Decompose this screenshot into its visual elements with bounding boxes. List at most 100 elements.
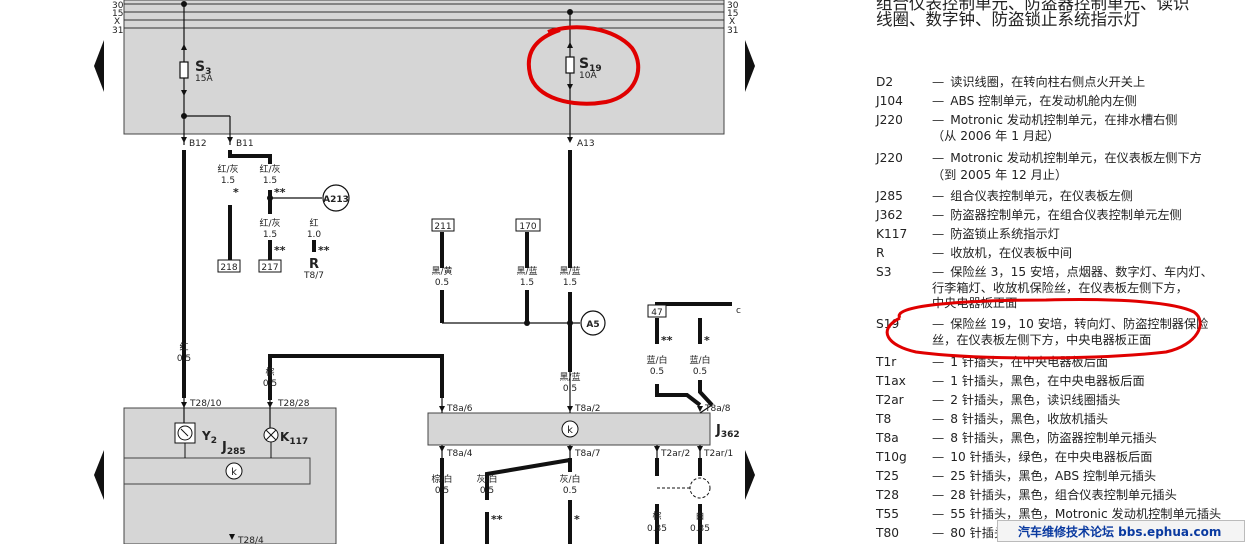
legend-code: T1ax [876, 374, 906, 388]
legend-code: T28 [876, 488, 899, 502]
legend-title-line1: 组合仪表控制单元、防盗器控制单元、读识 [876, 0, 1190, 13]
legend-desc: 组合仪表控制单元，在仪表板左侧 [932, 187, 1133, 205]
radio-code: R [309, 257, 319, 272]
wire-w13-color: 棕/白 [431, 473, 452, 485]
wire-w14-color: 灰/白 [476, 473, 497, 485]
fuse-s19-sub: 19 [589, 64, 602, 74]
wire-w12-size: 0.5 [693, 367, 707, 377]
connector-a213-label: A213 [323, 195, 349, 205]
legend-desc: 10 针插头，绿色，在中央电器板后面 [932, 448, 1152, 466]
j285-component: k Y2 K117 J285 [123, 407, 337, 544]
pin-t2ar-1: T2ar/1 [703, 449, 733, 459]
radio-r: R T8/7 [303, 257, 324, 281]
j362-component: k J362 [427, 412, 740, 446]
y2-sub: 2 [211, 436, 217, 446]
pin-arrows [181, 137, 573, 143]
j285-k-symbol: k [231, 467, 237, 478]
prev-page-arrow-icon[interactable] [94, 40, 104, 92]
bus-label-30: 30 [112, 1, 124, 11]
legend-panel: 组合仪表控制单元、防盗器控制单元、读识 线圈、数字钟、防盗锁止系统指示灯 D2读… [876, 0, 1250, 544]
pin-b11: B11 [236, 139, 254, 149]
wire-w11-color: 蓝/白 [646, 354, 667, 366]
next-page-arrow-icon[interactable] [745, 40, 755, 92]
j362-k-symbol: k [567, 425, 573, 436]
fuse-s19-rating: 10A [579, 71, 597, 81]
bus-label-x: X [114, 17, 120, 27]
wire-w14-size: 0.5 [480, 486, 494, 496]
svg-text:K117: K117 [280, 430, 308, 447]
legend-desc: 防盗器控制单元，在组合仪表控制单元左侧 [932, 206, 1182, 224]
coil-d2-symbol [689, 477, 711, 499]
legend-desc: 保险丝 19，10 安培，转向灯、防盗控制器保险 [932, 315, 1208, 333]
j285-letter: J [221, 440, 227, 455]
legend-desc: Motronic 发动机控制单元，在排水槽右侧 [932, 111, 1177, 129]
legend-code: T55 [876, 507, 899, 521]
mark-double-4: ** [661, 334, 673, 347]
wire-w2-size: 1.5 [263, 176, 277, 186]
legend-code: J220 [876, 151, 903, 165]
pin-t8a-6: T8a/6 [446, 404, 473, 414]
radio-pin: T8/7 [303, 271, 324, 281]
legend-code: J362 [876, 208, 903, 222]
fuse-panel [123, 0, 725, 135]
legend-code: S3 [876, 265, 892, 279]
wire-w9-color: 黑/蓝 [559, 265, 580, 277]
connector-a213: A213 [322, 184, 350, 212]
pin-t28-28: T28/28 [277, 399, 310, 409]
pin-t8a-7: T8a/7 [574, 449, 601, 459]
wire-w8-size: 1.5 [520, 278, 534, 288]
wire-w6-size: 0.5 [263, 379, 277, 389]
wire-w17-color: 白 [695, 510, 704, 522]
wire-w8-color: 黑/蓝 [516, 265, 537, 277]
ref-217: 217 [261, 263, 278, 273]
pin-t28-4: T28/4 [237, 536, 264, 544]
j362-sub: 362 [721, 430, 740, 440]
mark-double-3: ** [318, 244, 330, 257]
legend-desc: 8 针插头，黑色，防盗器控制单元插头 [932, 429, 1157, 447]
wire-w11-size: 0.5 [650, 367, 664, 377]
legend-desc: 80 针插头 [932, 524, 1006, 542]
wire-w1-size: 1.5 [221, 176, 235, 186]
wire-w4-color: 红 [309, 217, 318, 229]
wire-w4-size: 1.0 [307, 230, 322, 240]
ref-47: 47 [651, 308, 662, 318]
legend-code: T8 [876, 412, 892, 426]
svg-text:Y2: Y2 [201, 429, 217, 446]
legend-desc: 1 针插头，黑色，在中央电器板后面 [932, 372, 1144, 390]
wire-w7-color: 黑/黄 [431, 265, 452, 277]
ref-211: 211 [434, 222, 451, 232]
ref-c: c [736, 306, 741, 316]
legend-desc: 28 针插头，黑色，组合仪表控制单元插头 [932, 486, 1177, 504]
wire-w1-color: 红/灰 [217, 163, 238, 175]
fuse-s3-code: S [195, 59, 205, 75]
bus-label-15-right: 15 [727, 9, 738, 19]
power-bus-lines [124, 3, 724, 29]
mark-double-1: ** [274, 186, 286, 199]
legend-code: D2 [876, 75, 894, 89]
ref-218: 218 [220, 263, 237, 273]
legend-desc: 8 针插头，黑色，收放机插头 [932, 410, 1108, 428]
wire-w3-color: 红/灰 [259, 217, 280, 229]
pin-t8a-8: T8a/8 [704, 404, 731, 414]
wire-w9-size: 1.5 [563, 278, 577, 288]
legend-code: T10g [876, 450, 907, 464]
next-page-arrow-lower-icon[interactable] [745, 450, 755, 500]
wire-w16-size: 0.35 [647, 524, 667, 534]
legend-desc: 防盗锁止系统指示灯 [932, 225, 1060, 243]
mark-single-1: * [233, 186, 239, 199]
pin-b12: B12 [189, 139, 207, 149]
prev-page-arrow-lower-icon[interactable] [94, 450, 104, 500]
legend-desc: Motronic 发动机控制单元，在仪表板左侧下方 [932, 149, 1202, 167]
fuse-s3-sub: 3 [205, 67, 211, 77]
legend-desc: ABS 控制单元，在发动机舱内左侧 [932, 92, 1137, 110]
k117-letter: K [280, 430, 290, 444]
fuse-s19: S19 10A [565, 9, 602, 140]
legend-desc: 保险丝 3，15 安培，点烟器、数字灯、车内灯、 [932, 263, 1213, 281]
bus-labels-left: 30 15 X 31 [112, 1, 124, 36]
legend-code: T25 [876, 469, 899, 483]
wire-w17-size: 0.35 [690, 524, 710, 534]
mark-double-5: ** [491, 513, 503, 526]
legend-code: T2ar [876, 393, 904, 407]
pin-a13: A13 [577, 139, 595, 149]
bus-label-31: 31 [112, 26, 123, 36]
